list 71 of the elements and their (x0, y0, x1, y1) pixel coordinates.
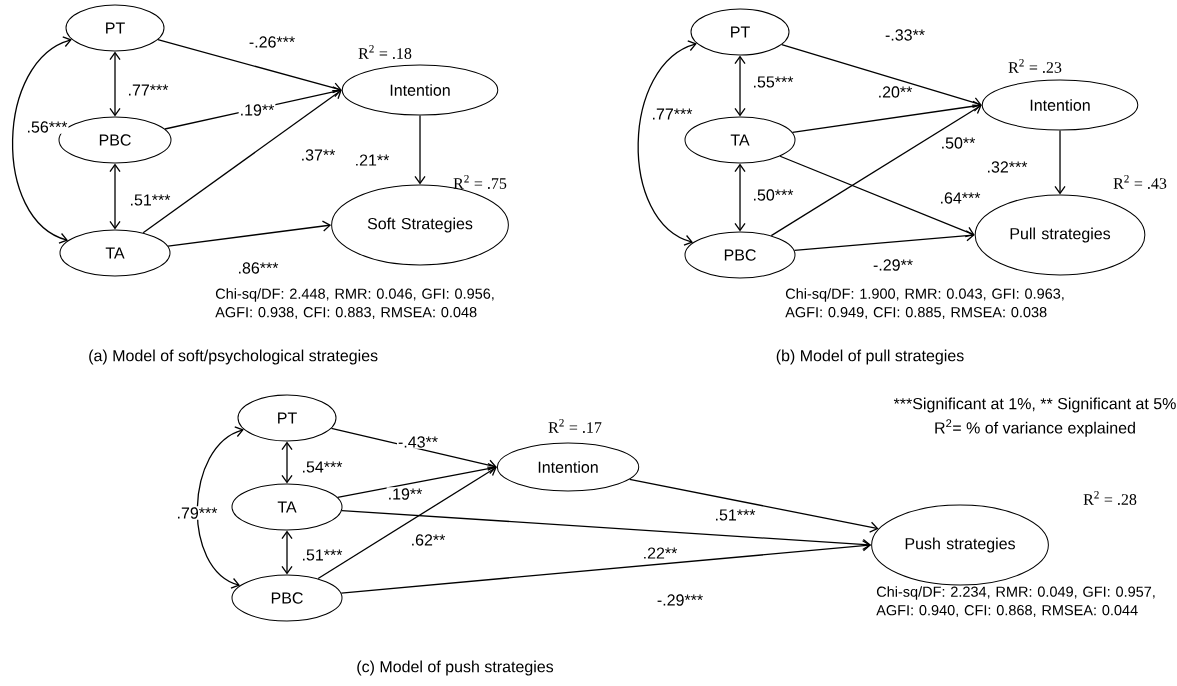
panel-caption: (c) Model of push strategies (357, 660, 554, 676)
panel-caption: (b) Model of pull strategies (776, 349, 964, 365)
edge-label: .54*** (300, 460, 344, 474)
ellipse-node: PBC (684, 231, 796, 279)
edge-label: .37** (299, 148, 337, 162)
edge-label: .51*** (300, 548, 344, 562)
edge-label: .77*** (126, 83, 170, 97)
ellipse-node: Intention (981, 79, 1139, 131)
note-text: R$^{2}$= % of variance explained (935, 419, 1135, 437)
arrow (109, 51, 121, 117)
arrow (336, 462, 497, 498)
ellipse-node: Intention (496, 442, 640, 492)
r-squared-label: R$^{2}$ = .18 (358, 45, 412, 59)
ellipse-node: PBC (231, 574, 343, 622)
edge-label: .19** (238, 103, 276, 117)
arrow (414, 114, 426, 185)
arrow (637, 40, 697, 246)
edge-label: .50** (939, 136, 977, 150)
fit-statistics: Chi-sq/DF: 1.900, RMR: 0.043, GFI: 0.963, AGFI: 0.949, CFI: 0.885, RMSEA: 0.038 (785, 288, 1064, 320)
r-squared-label: R$^{2}$ = .17 (548, 419, 602, 433)
edge-label: .50*** (751, 188, 795, 202)
arrow (781, 43, 982, 109)
arrow (793, 230, 975, 251)
edge-label: .32*** (985, 160, 1029, 174)
edge-label: -.33** (884, 28, 926, 42)
arrow (734, 163, 746, 232)
arrow (109, 163, 121, 230)
arrow (142, 90, 342, 234)
ellipse-node: PT (65, 4, 165, 52)
edge-label: -.43** (397, 435, 439, 449)
arrow (167, 220, 332, 247)
arrow (317, 466, 497, 580)
arrow (340, 540, 872, 594)
edge-label: .51*** (713, 508, 757, 522)
r-squared-label: R$^{2}$ = .43 (1113, 175, 1167, 189)
ellipse-node: TA (231, 483, 343, 531)
arrow (281, 441, 293, 484)
edge-label: .79*** (175, 506, 219, 520)
edge-label: -.26*** (247, 35, 297, 49)
fit-statistics: Chi-sq/DF: 2.448, RMR: 0.046, GFI: 0.956, AGFI: 0.938, CFI: 0.883, RMSEA: 0.048 (215, 288, 494, 320)
panel-caption: (a) Model of soft/psychological strategies (89, 349, 378, 365)
edge-label: .21** (353, 153, 391, 167)
ellipse-node: TA (59, 229, 171, 277)
arrow (629, 478, 879, 533)
edge-label: .62** (409, 533, 447, 547)
note-text: ***Significant at 1%, ** Significant at 5% (893, 397, 1176, 413)
arrow (196, 426, 244, 589)
edge-label: .22** (641, 546, 679, 560)
ellipse-node: PT (237, 394, 337, 442)
edge-label: .51*** (128, 193, 172, 207)
edge-label: -.29** (872, 258, 914, 272)
ellipse-node: Intention (341, 64, 499, 116)
arrow (1054, 129, 1066, 195)
r-squared-label: R$^{2}$ = .28 (1083, 491, 1137, 505)
arrow (791, 100, 982, 134)
edge-label: -.29*** (655, 593, 705, 607)
arrow (281, 530, 293, 575)
arrow (157, 39, 342, 94)
arrow (779, 155, 975, 238)
ellipse-node: PT (690, 8, 790, 56)
edge-label: .86*** (236, 261, 280, 275)
edge-label: .55*** (751, 75, 795, 89)
arrow (734, 55, 746, 117)
edge-label: .19** (386, 487, 424, 501)
ellipse-node: TA (684, 116, 796, 164)
edge-label: .56*** (25, 120, 69, 134)
r-squared-label: R$^{2}$ = .23 (1008, 59, 1062, 73)
arrow (11, 36, 72, 244)
edge-label: .20** (876, 85, 914, 99)
ellipse-node: Push strategies (871, 504, 1049, 586)
arrow (770, 104, 982, 237)
